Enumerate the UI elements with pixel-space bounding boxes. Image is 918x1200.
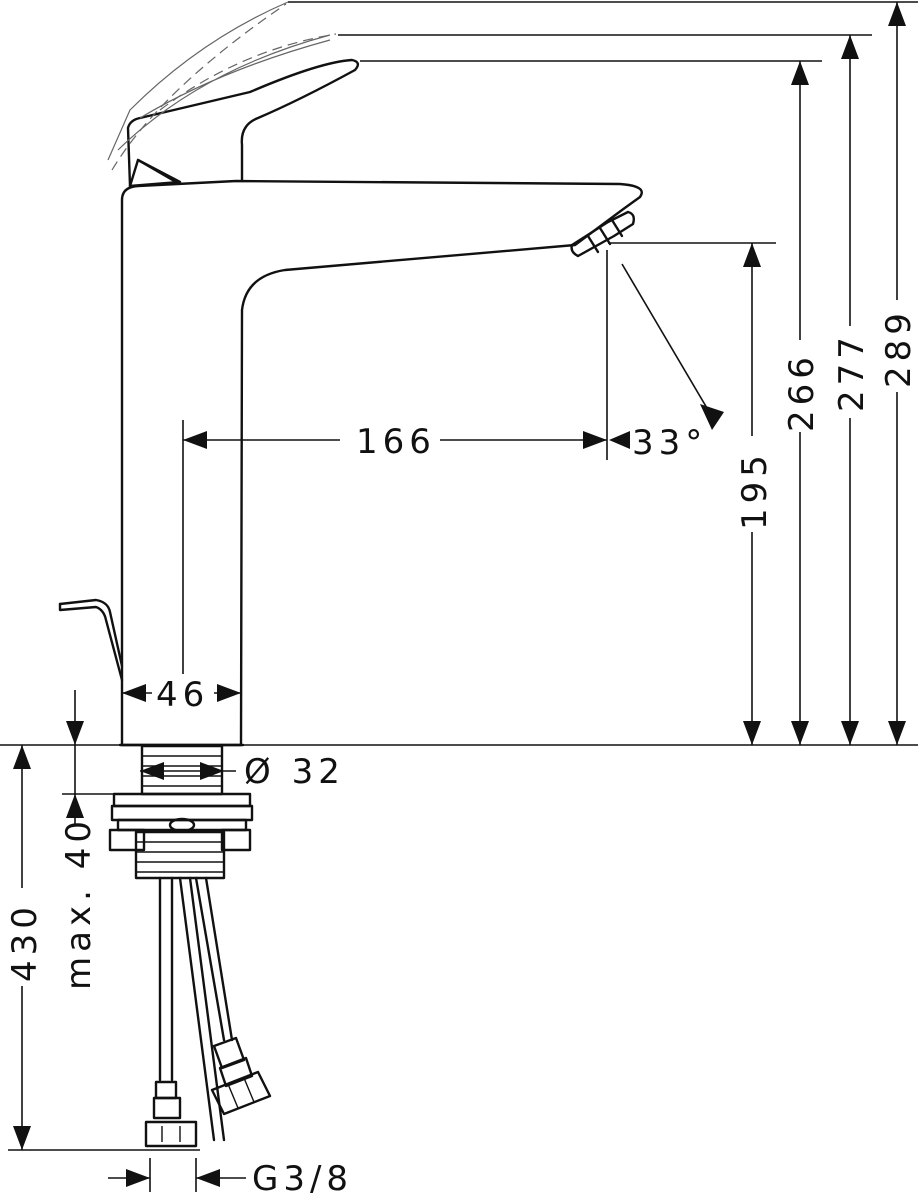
drain-lever — [58, 598, 124, 682]
dimension-thread-diameter: Ø 32 — [140, 752, 345, 792]
dimension-spout-angle: 33° — [609, 404, 724, 463]
dimension-spout-reach: 166 — [183, 420, 607, 462]
dimension-height-handle: 277 — [832, 35, 872, 745]
dimension-body-width: 46 — [122, 674, 241, 715]
label-166: 166 — [356, 422, 436, 462]
threaded-shank — [108, 744, 254, 880]
label-max-40: max. 40 — [59, 816, 99, 990]
label-266: 266 — [782, 352, 822, 432]
label-diameter-32: Ø 32 — [244, 752, 345, 792]
label-289: 289 — [879, 308, 918, 388]
dimension-max-deck: max. 40 — [59, 690, 99, 992]
faucet-handle — [107, 1, 360, 188]
label-46: 46 — [156, 675, 209, 715]
supply-hoses — [144, 876, 272, 1148]
label-g3-8: G3/8 — [252, 1159, 353, 1199]
dimension-height-total: 289 — [879, 2, 918, 745]
label-195: 195 — [735, 450, 775, 530]
dimension-hose-length: 430 — [4, 745, 45, 1150]
dimension-height-body: 266 — [782, 61, 822, 745]
label-277: 277 — [832, 332, 872, 412]
dimension-connection: G3/8 — [108, 1159, 353, 1199]
label-430: 430 — [5, 902, 45, 982]
dimension-height-spout: 195 — [735, 243, 775, 745]
faucet-body — [118, 179, 643, 747]
label-33-degrees: 33° — [632, 423, 707, 463]
aerator — [570, 210, 636, 258]
